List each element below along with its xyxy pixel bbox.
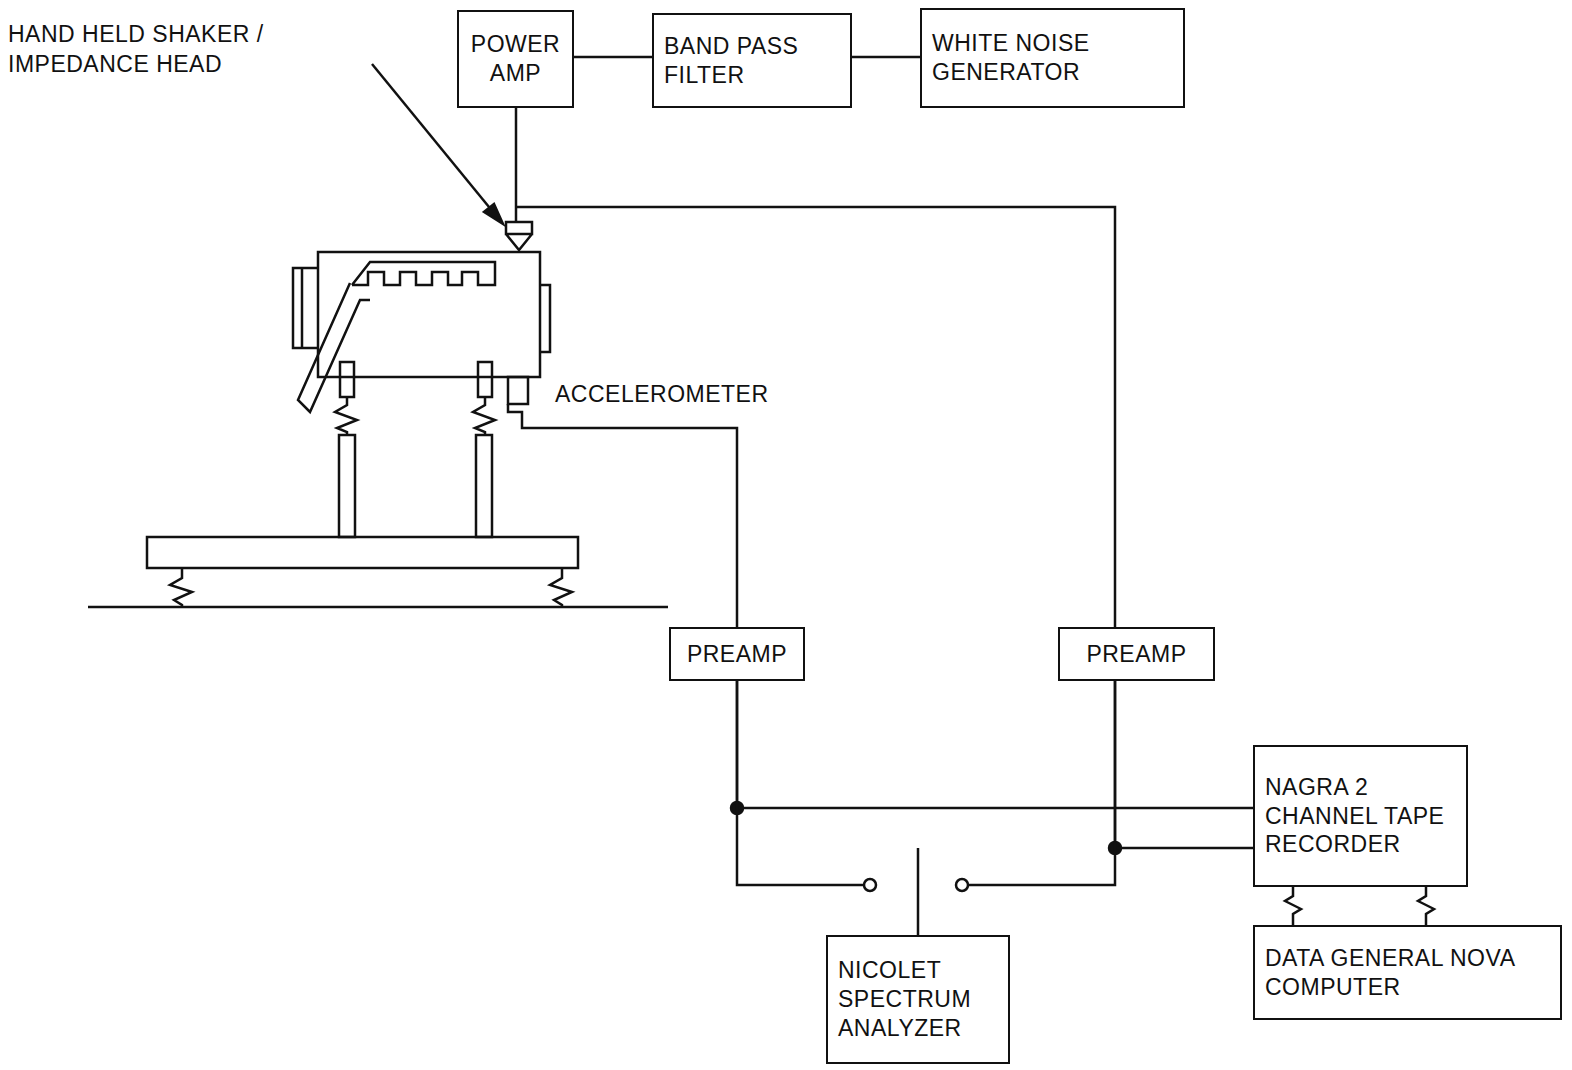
pulley (540, 285, 550, 352)
box-text: POWER AMP (469, 30, 562, 88)
power-wire (515, 108, 518, 222)
accel-wire (508, 404, 737, 627)
signal-wire (1115, 681, 1253, 848)
analyzer-box: NICOLET SPECTRUM ANALYZER (826, 935, 1010, 1064)
preamp-box: PREAMP (1058, 627, 1215, 681)
box-text: PREAMP (1086, 640, 1186, 669)
amplifier-box: POWER AMP (457, 10, 574, 108)
base-plate (147, 537, 578, 568)
post (476, 435, 492, 537)
spring (170, 568, 192, 607)
box-text: BAND PASS FILTER (664, 32, 840, 90)
force-signal-wire (516, 207, 1115, 627)
signal-wire (737, 681, 1253, 808)
spring (473, 397, 495, 435)
tape-recorder-box: NAGRA 2 CHANNEL TAPE RECORDER (1253, 745, 1468, 887)
switch-contact (956, 879, 968, 891)
manifold (352, 262, 495, 285)
shaker-label: HAND HELD SHAKER / IMPEDANCE HEAD (8, 20, 338, 80)
signal-wire (574, 56, 652, 59)
accelerometer-label: ACCELEROMETER (555, 380, 815, 410)
box-text: NAGRA 2 CHANNEL TAPE RECORDER (1265, 773, 1456, 859)
signal-wire (1285, 887, 1301, 925)
computer-box: DATA GENERAL NOVA COMPUTER (1253, 925, 1562, 1020)
signal-wire (737, 681, 918, 935)
spring (335, 397, 357, 435)
mount (340, 362, 354, 397)
box-text: WHITE NOISE GENERATOR (932, 29, 1173, 87)
generator-box: WHITE NOISE GENERATOR (920, 8, 1185, 108)
signal-wire (1418, 887, 1434, 925)
spring (550, 568, 572, 607)
leader-arrowhead (484, 204, 503, 224)
switch-contact (864, 879, 876, 891)
ground-line (88, 606, 668, 609)
preamp-box: PREAMP (669, 627, 805, 681)
flywheel-housing (293, 268, 318, 348)
signal-wire (852, 56, 920, 59)
box-text: NICOLET SPECTRUM ANALYZER (838, 956, 998, 1042)
accelerometer (508, 377, 528, 404)
exhaust-pipe (298, 283, 370, 412)
post (339, 435, 355, 537)
mount (478, 362, 492, 397)
box-text: PREAMP (687, 640, 787, 669)
shaker-head (506, 222, 532, 250)
engine-block (318, 252, 540, 377)
signal-wire (968, 681, 1115, 885)
box-text: DATA GENERAL NOVA COMPUTER (1265, 944, 1550, 1002)
filter-box: BAND PASS FILTER (652, 13, 852, 108)
